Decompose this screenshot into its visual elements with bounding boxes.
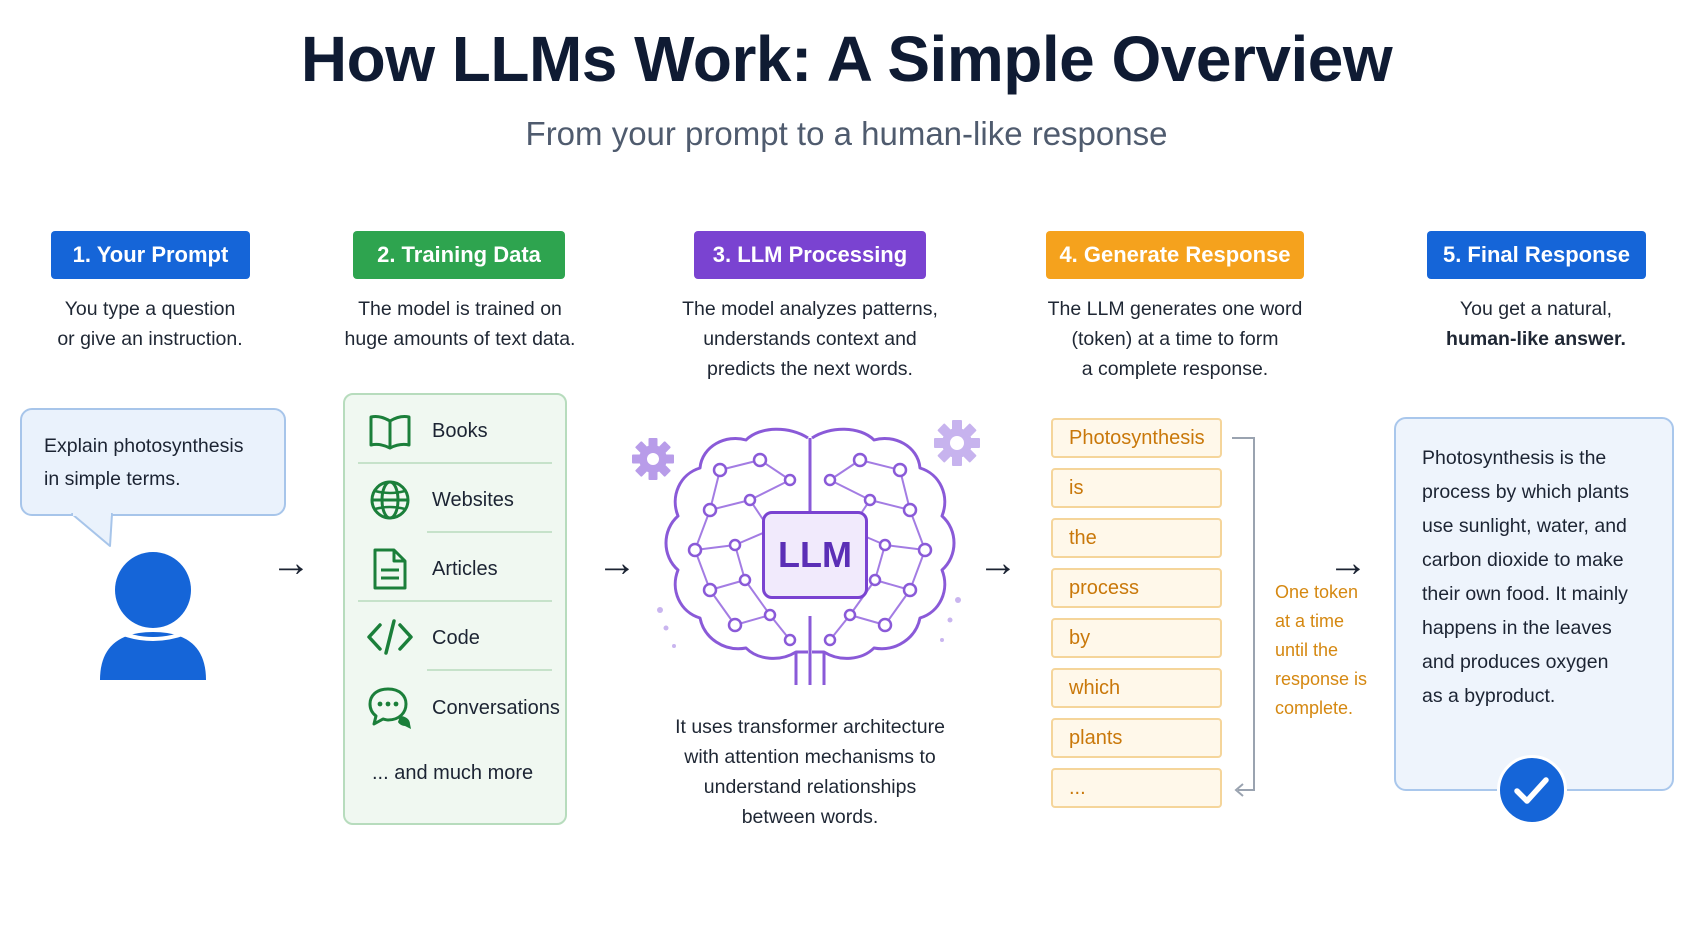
chat-icon [368, 687, 411, 729]
data-item-code: Code [432, 627, 480, 649]
token-box: is [1051, 468, 1222, 508]
data-divider [358, 600, 552, 602]
training-data-card [343, 393, 567, 825]
step-4-badge: 4. Generate Response [1046, 231, 1304, 279]
flow-arrow-1: → [271, 541, 311, 585]
final-answer-text: Photosynthesis is the process by which p… [1422, 447, 1630, 707]
loop-bracket [1232, 437, 1255, 797]
page-subtitle: From your prompt to a human-like respons… [525, 115, 1168, 152]
code-icon [367, 619, 413, 655]
gear-icon [632, 438, 674, 480]
flow-arrow-3: → [978, 541, 1018, 585]
step-3-note: It uses transformer architecture with at… [675, 716, 945, 828]
token-box: which [1051, 668, 1222, 708]
data-item-more: ... and much more [372, 762, 534, 784]
page-title: How LLMs Work: A Simple Overview [300, 23, 1393, 95]
step-5-description: You get a natural, human-like answer. [1446, 298, 1626, 350]
step-1-description: You type a question or give an instructi… [57, 298, 243, 350]
token-note: One token at a time until the response i… [1275, 582, 1368, 718]
bubble-tail [71, 512, 113, 547]
data-divider [427, 669, 552, 671]
token-box: plants [1051, 718, 1222, 758]
checkmark-icon [1497, 755, 1567, 825]
document-icon [373, 548, 407, 590]
step-3-description: The model analyzes patterns, understands… [682, 298, 938, 380]
flow-arrow-4: → [1328, 541, 1368, 585]
user-icon [100, 552, 206, 680]
flow-arrow-2: → [597, 541, 637, 585]
step-1-badge: 1. Your Prompt [51, 231, 250, 279]
step-3-badge: 3. LLM Processing [694, 231, 926, 279]
data-item-articles: Articles [432, 558, 498, 580]
globe-icon [370, 480, 410, 520]
prompt-text: Explain photosynthesis in simple terms. [44, 435, 244, 490]
llm-chip: LLM [762, 511, 868, 599]
data-item-websites: Websites [432, 489, 514, 511]
data-item-conversations: Conversations [432, 697, 560, 719]
token-box: by [1051, 618, 1222, 658]
book-icon [369, 415, 411, 450]
brain-network [657, 427, 961, 685]
data-item-books: Books [432, 420, 488, 442]
token-box: the [1051, 518, 1222, 558]
gear-icon [934, 420, 980, 466]
step-2-badge: 2. Training Data [353, 231, 565, 279]
step-5-badge: 5. Final Response [1427, 231, 1646, 279]
token-box: ... [1051, 768, 1222, 808]
token-box: process [1051, 568, 1222, 608]
prompt-bubble: Explain photosynthesis in simple terms. [20, 408, 286, 516]
step-4-description: The LLM generates one word (token) at a … [1047, 298, 1303, 380]
token-box: Photosynthesis [1051, 418, 1222, 458]
step-2-description: The model is trained on huge amounts of … [344, 298, 576, 350]
data-divider [427, 531, 552, 533]
final-answer-card: Photosynthesis is the process by which p… [1394, 417, 1674, 791]
llm-chip-label: LLM [778, 534, 852, 575]
data-divider [358, 462, 552, 464]
